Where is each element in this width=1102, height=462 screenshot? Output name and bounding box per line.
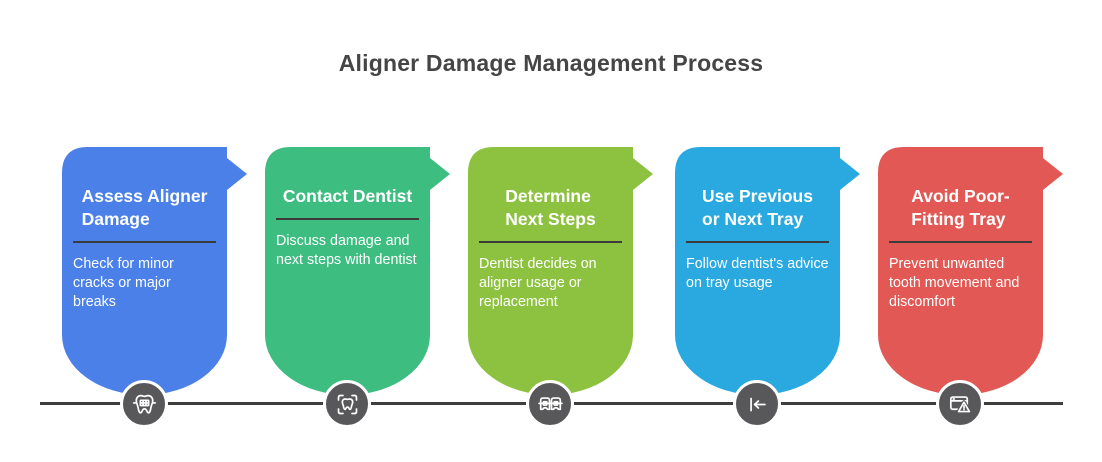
step-icon-badge xyxy=(323,380,371,428)
title-divider xyxy=(889,240,1032,243)
title-divider xyxy=(73,240,216,243)
step-title: Avoid Poor- Fitting Tray xyxy=(911,186,1010,229)
card-shape xyxy=(878,147,1063,395)
step-icon-badge xyxy=(733,380,781,428)
title-divider xyxy=(276,217,419,220)
step-card-contact-dentist: Contact Dentist Discuss damage and next … xyxy=(265,147,451,396)
step-card-assess-damage: Assess Aligner Damage Check for minor cr… xyxy=(62,147,248,396)
step-card-use-previous-or-next-tray: Use Previous or Next Tray Follow dentist… xyxy=(675,147,861,396)
step-title: Use Previous or Next Tray xyxy=(702,186,813,229)
step-back-arrow-icon xyxy=(749,397,766,411)
card-content: Determine Next Steps Dentist decides on … xyxy=(468,147,633,313)
tray-warning-icon xyxy=(949,395,971,414)
step-icon-badge xyxy=(936,380,984,428)
step-description: Check for minor cracks or major breaks xyxy=(73,255,174,311)
tooth-with-braces-icon xyxy=(132,394,156,414)
card-shape xyxy=(675,147,860,395)
card-content: Assess Aligner Damage Check for minor cr… xyxy=(62,147,227,313)
step-card-determine-next-steps: Determine Next Steps Dentist decides on … xyxy=(468,147,654,396)
card-content: Contact Dentist Discuss damage and next … xyxy=(265,147,430,271)
card-shape xyxy=(265,147,450,395)
braces-teeth-icon xyxy=(537,396,563,410)
step-description: Dentist decides on aligner usage or repl… xyxy=(479,255,597,311)
card-shape xyxy=(62,147,247,395)
page-title: Aligner Damage Management Process xyxy=(338,50,764,76)
step-title: Determine Next Steps xyxy=(505,186,596,229)
step-description: Follow dentist's advice on tray usage xyxy=(686,255,829,291)
step-icon-badge xyxy=(120,380,168,428)
step-title: Contact Dentist xyxy=(282,186,413,206)
step-description: Discuss damage and next steps with denti… xyxy=(276,232,417,269)
card-content: Avoid Poor- Fitting Tray Prevent unwante… xyxy=(878,147,1043,313)
title-divider xyxy=(686,240,829,243)
card-content: Use Previous or Next Tray Follow dentist… xyxy=(675,147,840,293)
step-card-avoid-poor-fitting-tray: Avoid Poor- Fitting Tray Prevent unwante… xyxy=(878,147,1064,396)
card-shape xyxy=(468,147,653,395)
step-icon-badge xyxy=(526,380,574,428)
tooth-scan-frame-icon xyxy=(337,394,357,414)
step-description: Prevent unwanted tooth movement and disc… xyxy=(889,255,1020,311)
title-divider xyxy=(479,240,622,243)
step-title: Assess Aligner Damage xyxy=(81,186,208,229)
